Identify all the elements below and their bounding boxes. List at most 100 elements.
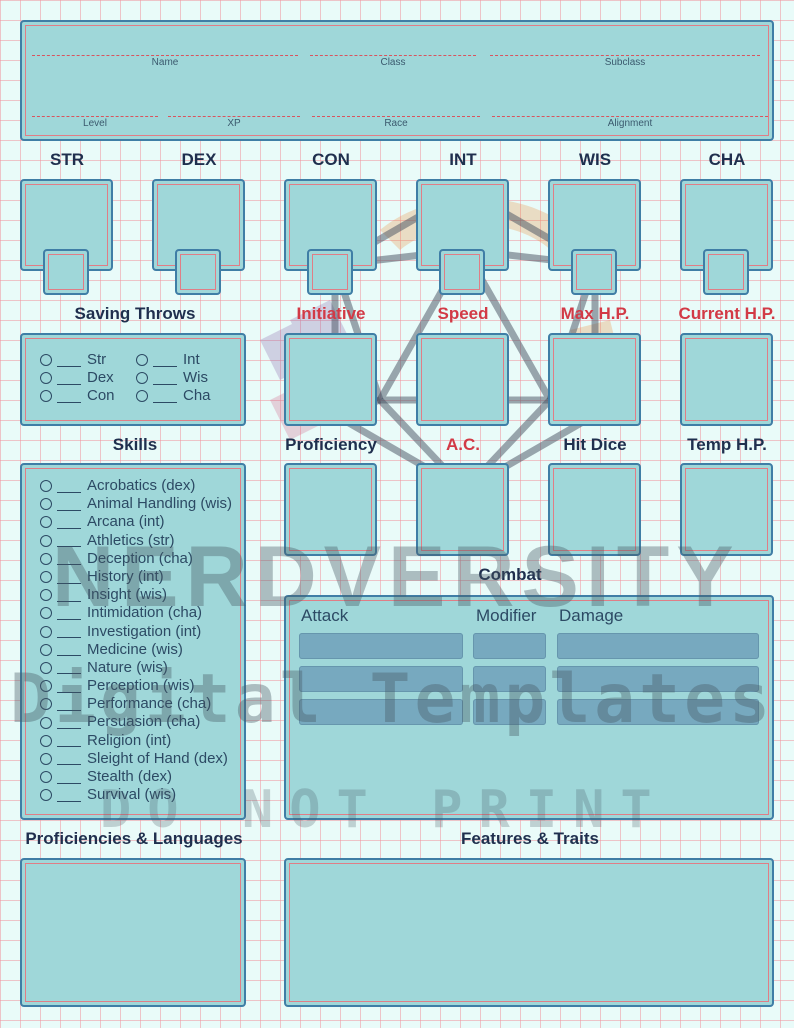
xp-field[interactable]: XP	[168, 116, 300, 129]
bonus-blank[interactable]	[153, 372, 177, 385]
saving-throw-con[interactable]: Con	[40, 387, 136, 405]
checkbox-circle-icon[interactable]	[40, 390, 52, 403]
name-field[interactable]: Name	[32, 55, 298, 68]
con-modifier-box[interactable]	[307, 249, 353, 295]
modifier-cell-3[interactable]	[473, 699, 546, 725]
checkbox-circle-icon[interactable]	[40, 607, 52, 620]
skill-row[interactable]: Medicine (wis)	[40, 641, 245, 659]
checkbox-circle-icon[interactable]	[40, 571, 52, 584]
checkbox-circle-icon[interactable]	[40, 698, 52, 711]
bonus-blank[interactable]	[57, 607, 81, 620]
attack-cell-3[interactable]	[299, 699, 463, 725]
skill-row[interactable]: Insight (wis)	[40, 586, 245, 604]
checkbox-circle-icon[interactable]	[40, 752, 52, 765]
skill-row[interactable]: Arcana (int)	[40, 513, 245, 531]
saving-throw-cha[interactable]: Cha	[136, 387, 236, 405]
skill-row[interactable]: Performance (cha)	[40, 695, 245, 713]
skill-row[interactable]: Intimidation (cha)	[40, 604, 245, 622]
bonus-blank[interactable]	[57, 552, 81, 566]
checkbox-circle-icon[interactable]	[40, 680, 52, 693]
bonus-blank[interactable]	[57, 680, 81, 693]
temp-hp-box[interactable]	[680, 463, 773, 556]
proficiencies-languages-box[interactable]	[20, 858, 246, 1007]
skill-row[interactable]: Stealth (dex)	[40, 768, 245, 786]
modifier-cell-2[interactable]	[473, 666, 546, 692]
bonus-blank[interactable]	[57, 516, 81, 529]
bonus-blank[interactable]	[57, 498, 81, 511]
bonus-blank[interactable]	[57, 534, 81, 548]
attack-cell-1[interactable]	[299, 633, 463, 659]
bonus-blank[interactable]	[57, 390, 81, 403]
checkbox-circle-icon[interactable]	[40, 771, 52, 784]
checkbox-circle-icon[interactable]	[40, 734, 52, 747]
checkbox-circle-icon[interactable]	[40, 661, 52, 674]
bonus-blank[interactable]	[57, 643, 81, 657]
saving-throw-dex[interactable]: Dex	[40, 369, 136, 387]
checkbox-circle-icon[interactable]	[40, 552, 52, 565]
checkbox-circle-icon[interactable]	[40, 643, 52, 656]
checkbox-circle-icon[interactable]	[136, 390, 148, 403]
bonus-blank[interactable]	[57, 789, 81, 802]
checkbox-circle-icon[interactable]	[40, 625, 52, 638]
ac-box[interactable]	[416, 463, 509, 556]
skill-row[interactable]: History (int)	[40, 568, 245, 586]
checkbox-circle-icon[interactable]	[136, 372, 148, 385]
checkbox-circle-icon[interactable]	[40, 498, 52, 511]
checkbox-circle-icon[interactable]	[40, 789, 52, 802]
checkbox-circle-icon[interactable]	[40, 534, 52, 547]
bonus-blank[interactable]	[57, 752, 81, 766]
skill-row[interactable]: Perception (wis)	[40, 677, 245, 695]
max-hp-box[interactable]	[548, 333, 641, 426]
bonus-blank[interactable]	[57, 625, 81, 639]
bonus-blank[interactable]	[153, 390, 177, 403]
skill-row[interactable]: Sleight of Hand (dex)	[40, 750, 245, 768]
dex-modifier-box[interactable]	[175, 249, 221, 295]
cha-modifier-box[interactable]	[703, 249, 749, 295]
initiative-box[interactable]	[284, 333, 377, 426]
skill-row[interactable]: Persuasion (cha)	[40, 713, 245, 731]
speed-box[interactable]	[416, 333, 509, 426]
checkbox-circle-icon[interactable]	[40, 589, 52, 602]
features-traits-box[interactable]	[284, 858, 774, 1007]
skill-row[interactable]: Athletics (str)	[40, 532, 245, 550]
skill-row[interactable]: Acrobatics (dex)	[40, 477, 245, 495]
checkbox-circle-icon[interactable]	[136, 354, 148, 367]
checkbox-circle-icon[interactable]	[40, 480, 52, 493]
bonus-blank[interactable]	[57, 716, 81, 730]
saving-throw-wis[interactable]: Wis	[136, 369, 236, 387]
modifier-cell-1[interactable]	[473, 633, 546, 659]
class-field[interactable]: Class	[310, 55, 476, 68]
bonus-blank[interactable]	[57, 698, 81, 711]
bonus-blank[interactable]	[57, 771, 81, 784]
level-field[interactable]: Level	[32, 116, 158, 129]
damage-cell-2[interactable]	[557, 666, 759, 692]
damage-cell-3[interactable]	[557, 699, 759, 725]
skill-row[interactable]: Religion (int)	[40, 732, 245, 750]
skill-row[interactable]: Survival (wis)	[40, 786, 245, 804]
current-hp-box[interactable]	[680, 333, 773, 426]
attack-cell-2[interactable]	[299, 666, 463, 692]
bonus-blank[interactable]	[57, 354, 81, 367]
bonus-blank[interactable]	[57, 571, 81, 584]
wis-modifier-box[interactable]	[571, 249, 617, 295]
bonus-blank[interactable]	[153, 354, 177, 367]
int-modifier-box[interactable]	[439, 249, 485, 295]
saving-throw-int[interactable]: Int	[136, 351, 236, 369]
checkbox-circle-icon[interactable]	[40, 354, 52, 367]
bonus-blank[interactable]	[57, 661, 81, 675]
checkbox-circle-icon[interactable]	[40, 372, 52, 385]
checkbox-circle-icon[interactable]	[40, 716, 52, 729]
bonus-blank[interactable]	[57, 589, 81, 602]
subclass-field[interactable]: Subclass	[490, 55, 760, 68]
skill-row[interactable]: Nature (wis)	[40, 659, 245, 677]
bonus-blank[interactable]	[57, 372, 81, 385]
hit-dice-box[interactable]	[548, 463, 641, 556]
checkbox-circle-icon[interactable]	[40, 516, 52, 529]
damage-cell-1[interactable]	[557, 633, 759, 659]
proficiency-box[interactable]	[284, 463, 377, 556]
bonus-blank[interactable]	[57, 734, 81, 748]
skill-row[interactable]: Deception (cha)	[40, 550, 245, 568]
race-field[interactable]: Race	[312, 116, 480, 129]
skill-row[interactable]: Investigation (int)	[40, 623, 245, 641]
skill-row[interactable]: Animal Handling (wis)	[40, 495, 245, 513]
